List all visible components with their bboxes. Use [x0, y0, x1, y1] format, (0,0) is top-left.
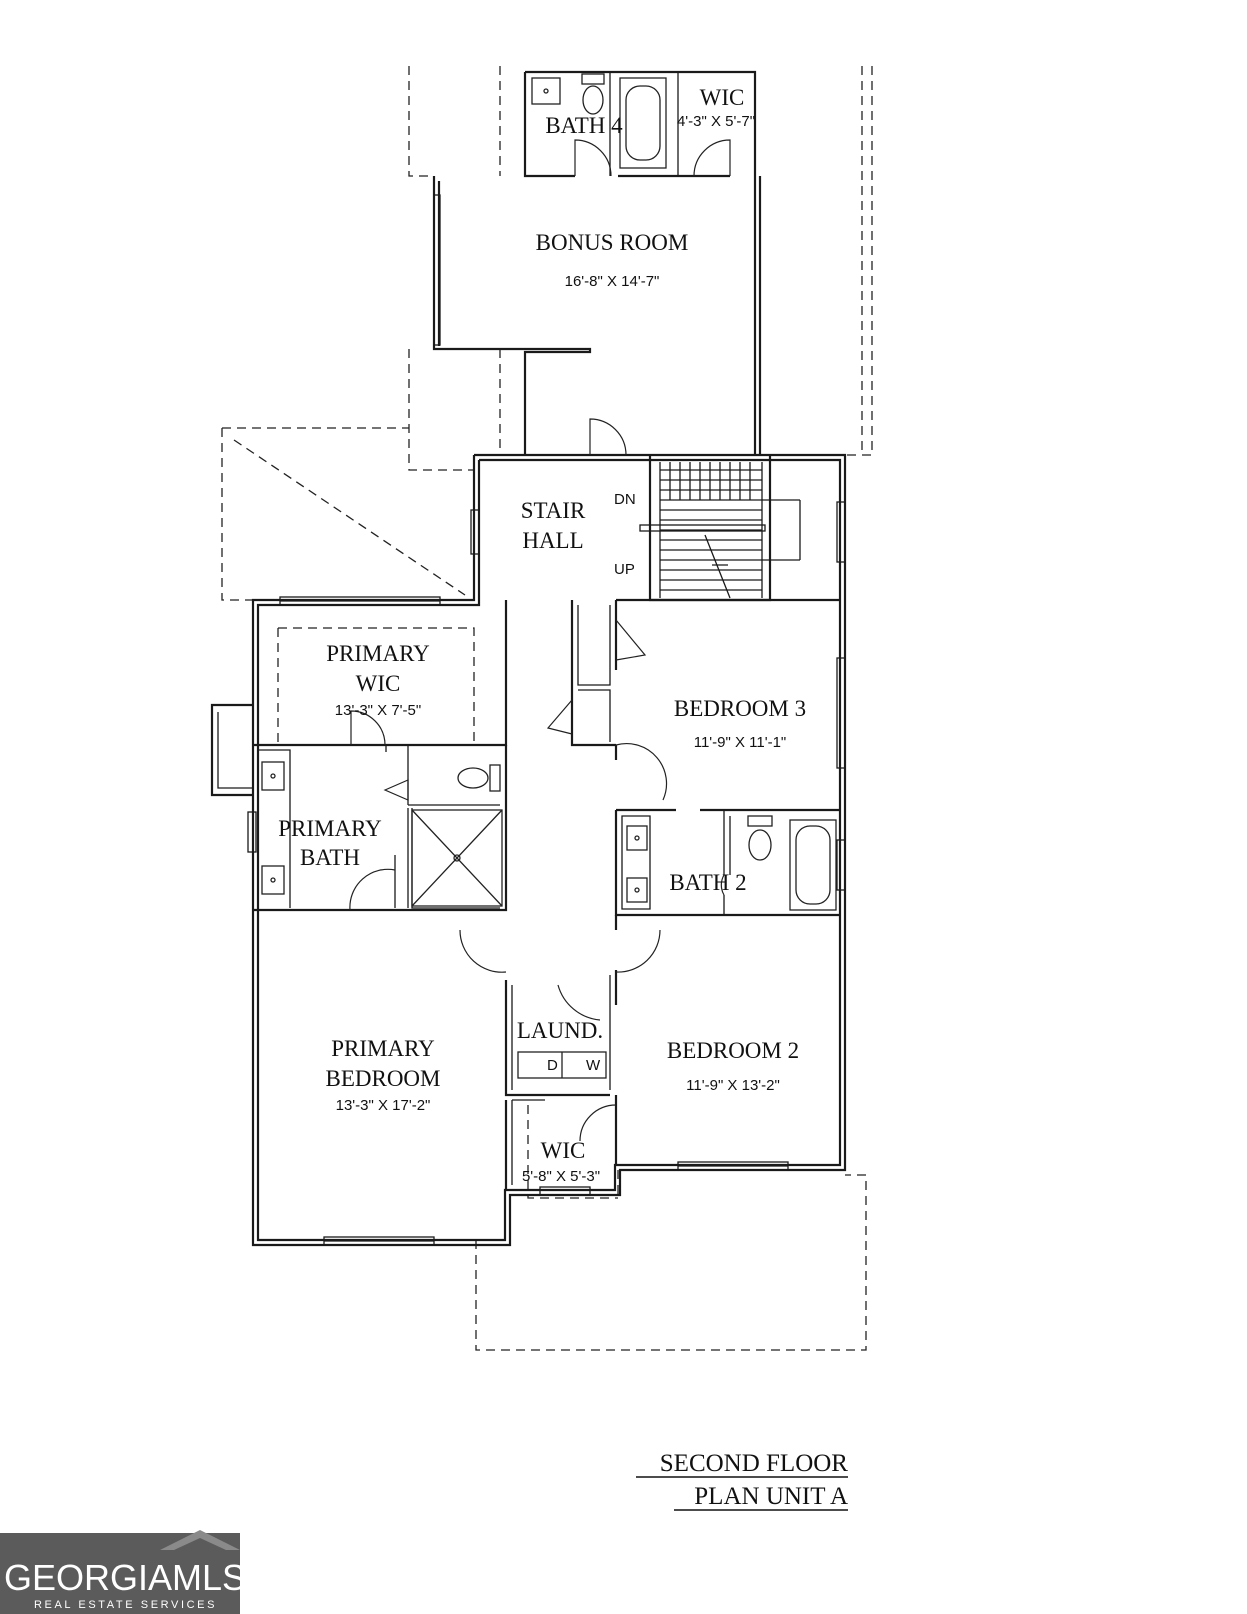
bedroom3-dim: 11'-9" X 11'-1": [694, 734, 787, 751]
plan-title-line1: SECOND FLOOR: [660, 1450, 849, 1477]
logo-sub-text: REAL ESTATE SERVICES: [34, 1599, 217, 1611]
laundry-label: LAUND.: [517, 1018, 603, 1043]
bedroom2-dim: 11'-9" X 13'-2": [686, 1077, 780, 1094]
georgia-mls-logo: GEORGIAMLS REAL ESTATE SERVICES: [0, 1530, 246, 1614]
wic-upper-dim: 4'-3" X 5'-7": [677, 113, 755, 130]
dryer-label: D: [547, 1057, 558, 1074]
bonus-room-dim: 16'-8" X 14'-7": [565, 273, 660, 290]
stair-dn-label: DN: [614, 491, 636, 508]
logo-roof-icon: [160, 1530, 240, 1550]
logo-background: [0, 1533, 240, 1614]
bonus-room-label: BONUS ROOM: [536, 230, 689, 255]
bath2-label: BATH 2: [669, 870, 746, 895]
primary-bedroom-label-2: BEDROOM: [325, 1066, 440, 1091]
bedroom2-label: BEDROOM 2: [667, 1038, 799, 1063]
stair-up-label: UP: [614, 561, 635, 578]
bath4-label: BATH 4: [545, 113, 623, 138]
bedroom3-label: BEDROOM 3: [674, 696, 806, 721]
room-labels: BATH 4 WIC 4'-3" X 5'-7" BONUS ROOM 16'-…: [278, 85, 806, 1185]
plan-title: SECOND FLOOR PLAN UNIT A: [636, 1450, 849, 1511]
primary-wic-dim: 13'-3" X 7'-5": [335, 702, 421, 719]
stair-hall-label-1: STAIR: [521, 498, 586, 523]
washer-label: W: [586, 1057, 601, 1074]
interior-walls: [253, 72, 840, 1190]
primary-bath-label-1: PRIMARY: [278, 816, 382, 841]
primary-wic-label-1: PRIMARY: [326, 641, 430, 666]
exterior-walls: [210, 70, 847, 1247]
fixtures: [261, 73, 837, 1079]
dashed-outlines: [221, 66, 873, 1351]
wic-upper-label: WIC: [700, 85, 745, 110]
stair-hall-label-2: HALL: [522, 528, 583, 553]
wic-lower-dim: 5'-8" X 5'-3": [522, 1168, 600, 1185]
plan-title-line2: PLAN UNIT A: [694, 1483, 848, 1510]
logo-main-text: GEORGIAMLS: [4, 1557, 246, 1598]
primary-bedroom-dim: 13'-3" X 17'-2": [336, 1097, 431, 1114]
stair-treads: [639, 462, 801, 599]
primary-wic-label-2: WIC: [356, 671, 401, 696]
door-swings: [349, 139, 731, 1142]
primary-bedroom-label-1: PRIMARY: [331, 1036, 435, 1061]
wic-lower-label: WIC: [541, 1138, 586, 1163]
primary-bath-label-2: BATH: [300, 845, 360, 870]
